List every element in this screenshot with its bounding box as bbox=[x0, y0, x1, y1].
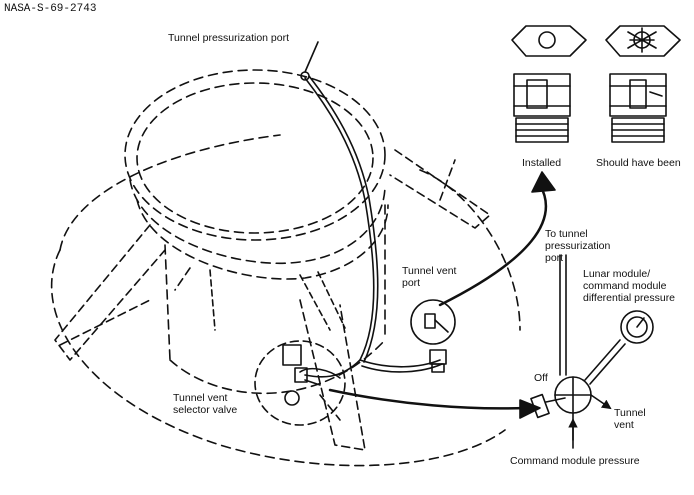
label-lm-cm-differential-pressure: Lunar module/ command module differentia… bbox=[583, 268, 676, 304]
valve-schematic bbox=[530, 254, 654, 449]
label-should-have-been: Should have been bbox=[596, 157, 681, 169]
cylinder-ribs bbox=[209, 269, 346, 331]
label-tunnel-vent-port: Tunnel vent port bbox=[402, 265, 457, 289]
fitting-should-have-been bbox=[605, 25, 681, 143]
top-port-fitting bbox=[300, 41, 319, 81]
arrow-to-fitting bbox=[438, 171, 556, 307]
label-tunnel-vent-selector-valve: Tunnel vent selector valve bbox=[173, 392, 238, 416]
label-off: Off bbox=[534, 372, 548, 384]
selector-valve-detail bbox=[254, 340, 346, 426]
fitting-installed bbox=[511, 25, 587, 143]
label-installed: Installed bbox=[522, 157, 562, 169]
vent-port-detail bbox=[410, 299, 456, 373]
support-legs bbox=[54, 149, 491, 451]
tunnel-cylinder bbox=[124, 69, 389, 395]
label-to-tunnel-pressurization-port: To tunnel pressurization port bbox=[545, 228, 611, 264]
arrow-to-valve bbox=[328, 388, 541, 419]
label-tunnel-pressurization-port: Tunnel pressurization port bbox=[168, 32, 290, 44]
label-tunnel-vent: Tunnel vent bbox=[614, 407, 646, 431]
pressurization-line bbox=[304, 75, 443, 378]
figure-id: NASA-S-69-2743 bbox=[4, 3, 97, 15]
label-command-module-pressure: Command module pressure bbox=[510, 455, 640, 467]
